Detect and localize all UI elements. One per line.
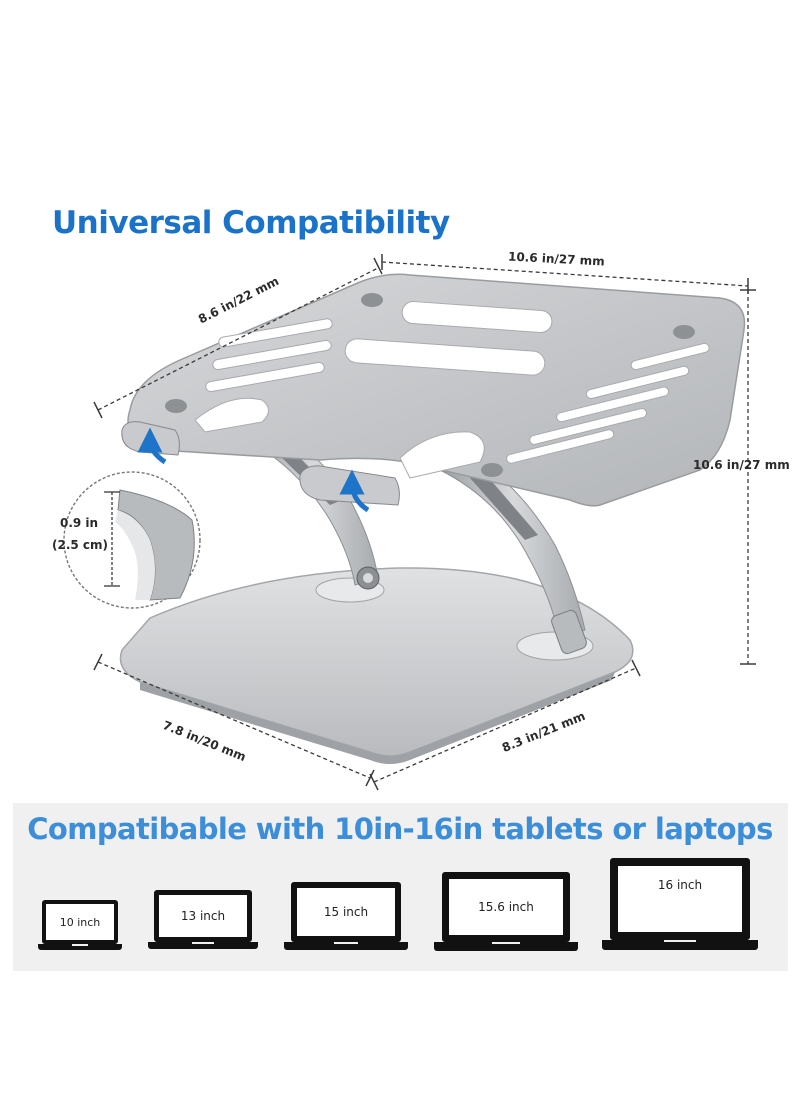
laptop-size-label: 15 inch xyxy=(297,888,395,936)
headline: Universal Compatibility xyxy=(52,205,450,241)
laptop-size-label: 15.6 inch xyxy=(449,879,563,935)
lip-detail-zoom xyxy=(63,471,201,609)
laptop-size-label: 10 inch xyxy=(46,904,114,940)
curved-arrow-up-icon xyxy=(339,469,370,513)
laptop-icon: 15 inch xyxy=(284,882,408,952)
dimension-lip-height-cm: (2.5 cm) xyxy=(52,538,109,552)
compatibility-title: Compatibable with 10in-16in tablets or l… xyxy=(27,812,773,846)
dimension-lip-height-in: 0.9 in xyxy=(60,516,99,530)
laptop-icon: 16 inch xyxy=(602,858,758,952)
laptop-icon: 13 inch xyxy=(148,890,258,952)
dimension-height: 10.6 in/27 mm xyxy=(693,458,790,472)
laptop-size-label: 16 inch xyxy=(618,866,742,932)
laptop-stand-illustration xyxy=(63,254,756,791)
laptop-icon: 10 inch xyxy=(38,900,122,954)
curved-arrow-up-icon xyxy=(137,427,167,465)
laptop-icon: 15.6 inch xyxy=(434,872,578,952)
stand-arm-right xyxy=(438,454,586,641)
laptop-size-label: 13 inch xyxy=(159,895,247,937)
